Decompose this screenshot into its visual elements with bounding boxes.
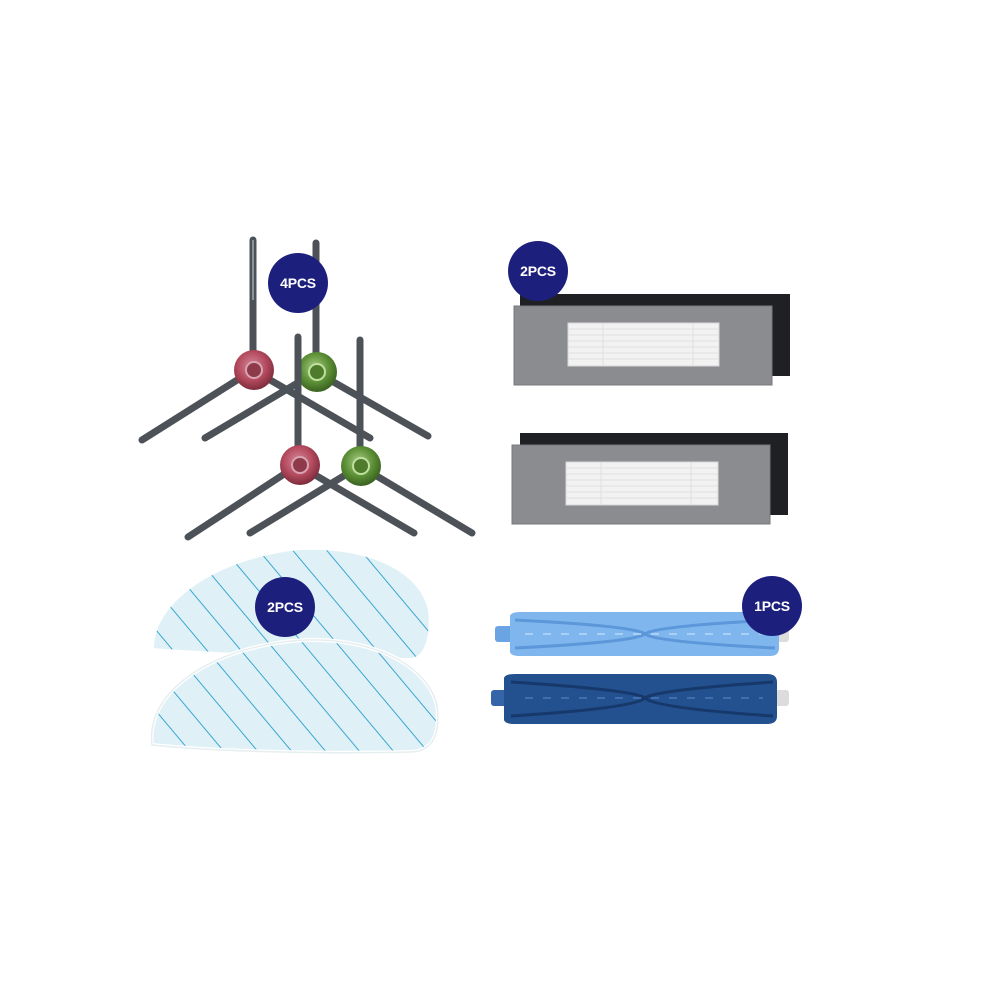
hepa-filters-quantity-badge: 2PCS: [508, 241, 568, 301]
main-brushes-illustration: [491, 612, 789, 724]
hepa-filter-2: [511, 433, 788, 525]
mop-pads-illustration: [149, 545, 440, 755]
main-brushes-group: 1PCS: [491, 560, 990, 780]
side-brushes-quantity-badge: 4PCS: [268, 253, 328, 313]
side-brush-red-2: [184, 333, 418, 541]
side-brush-red-1: [138, 236, 374, 444]
side-brush-green-2: [246, 336, 476, 537]
hepa-filters-group: 2PCS: [495, 0, 990, 560]
main-brush-bristle-roller: [491, 674, 789, 724]
mop-pads-group: 2PCS: [0, 530, 495, 790]
side-brushes-illustration: [138, 236, 476, 541]
side-brushes-group: 4PCS: [0, 0, 495, 560]
hepa-filters-illustration: [511, 294, 790, 525]
mop-pad-2: [149, 637, 440, 755]
side-brush-green-1: [201, 239, 432, 442]
mop-pads-quantity-badge: 2PCS: [255, 577, 315, 637]
hepa-filter-1: [513, 294, 790, 386]
main-brushes-quantity-badge: 1PCS: [742, 576, 802, 636]
